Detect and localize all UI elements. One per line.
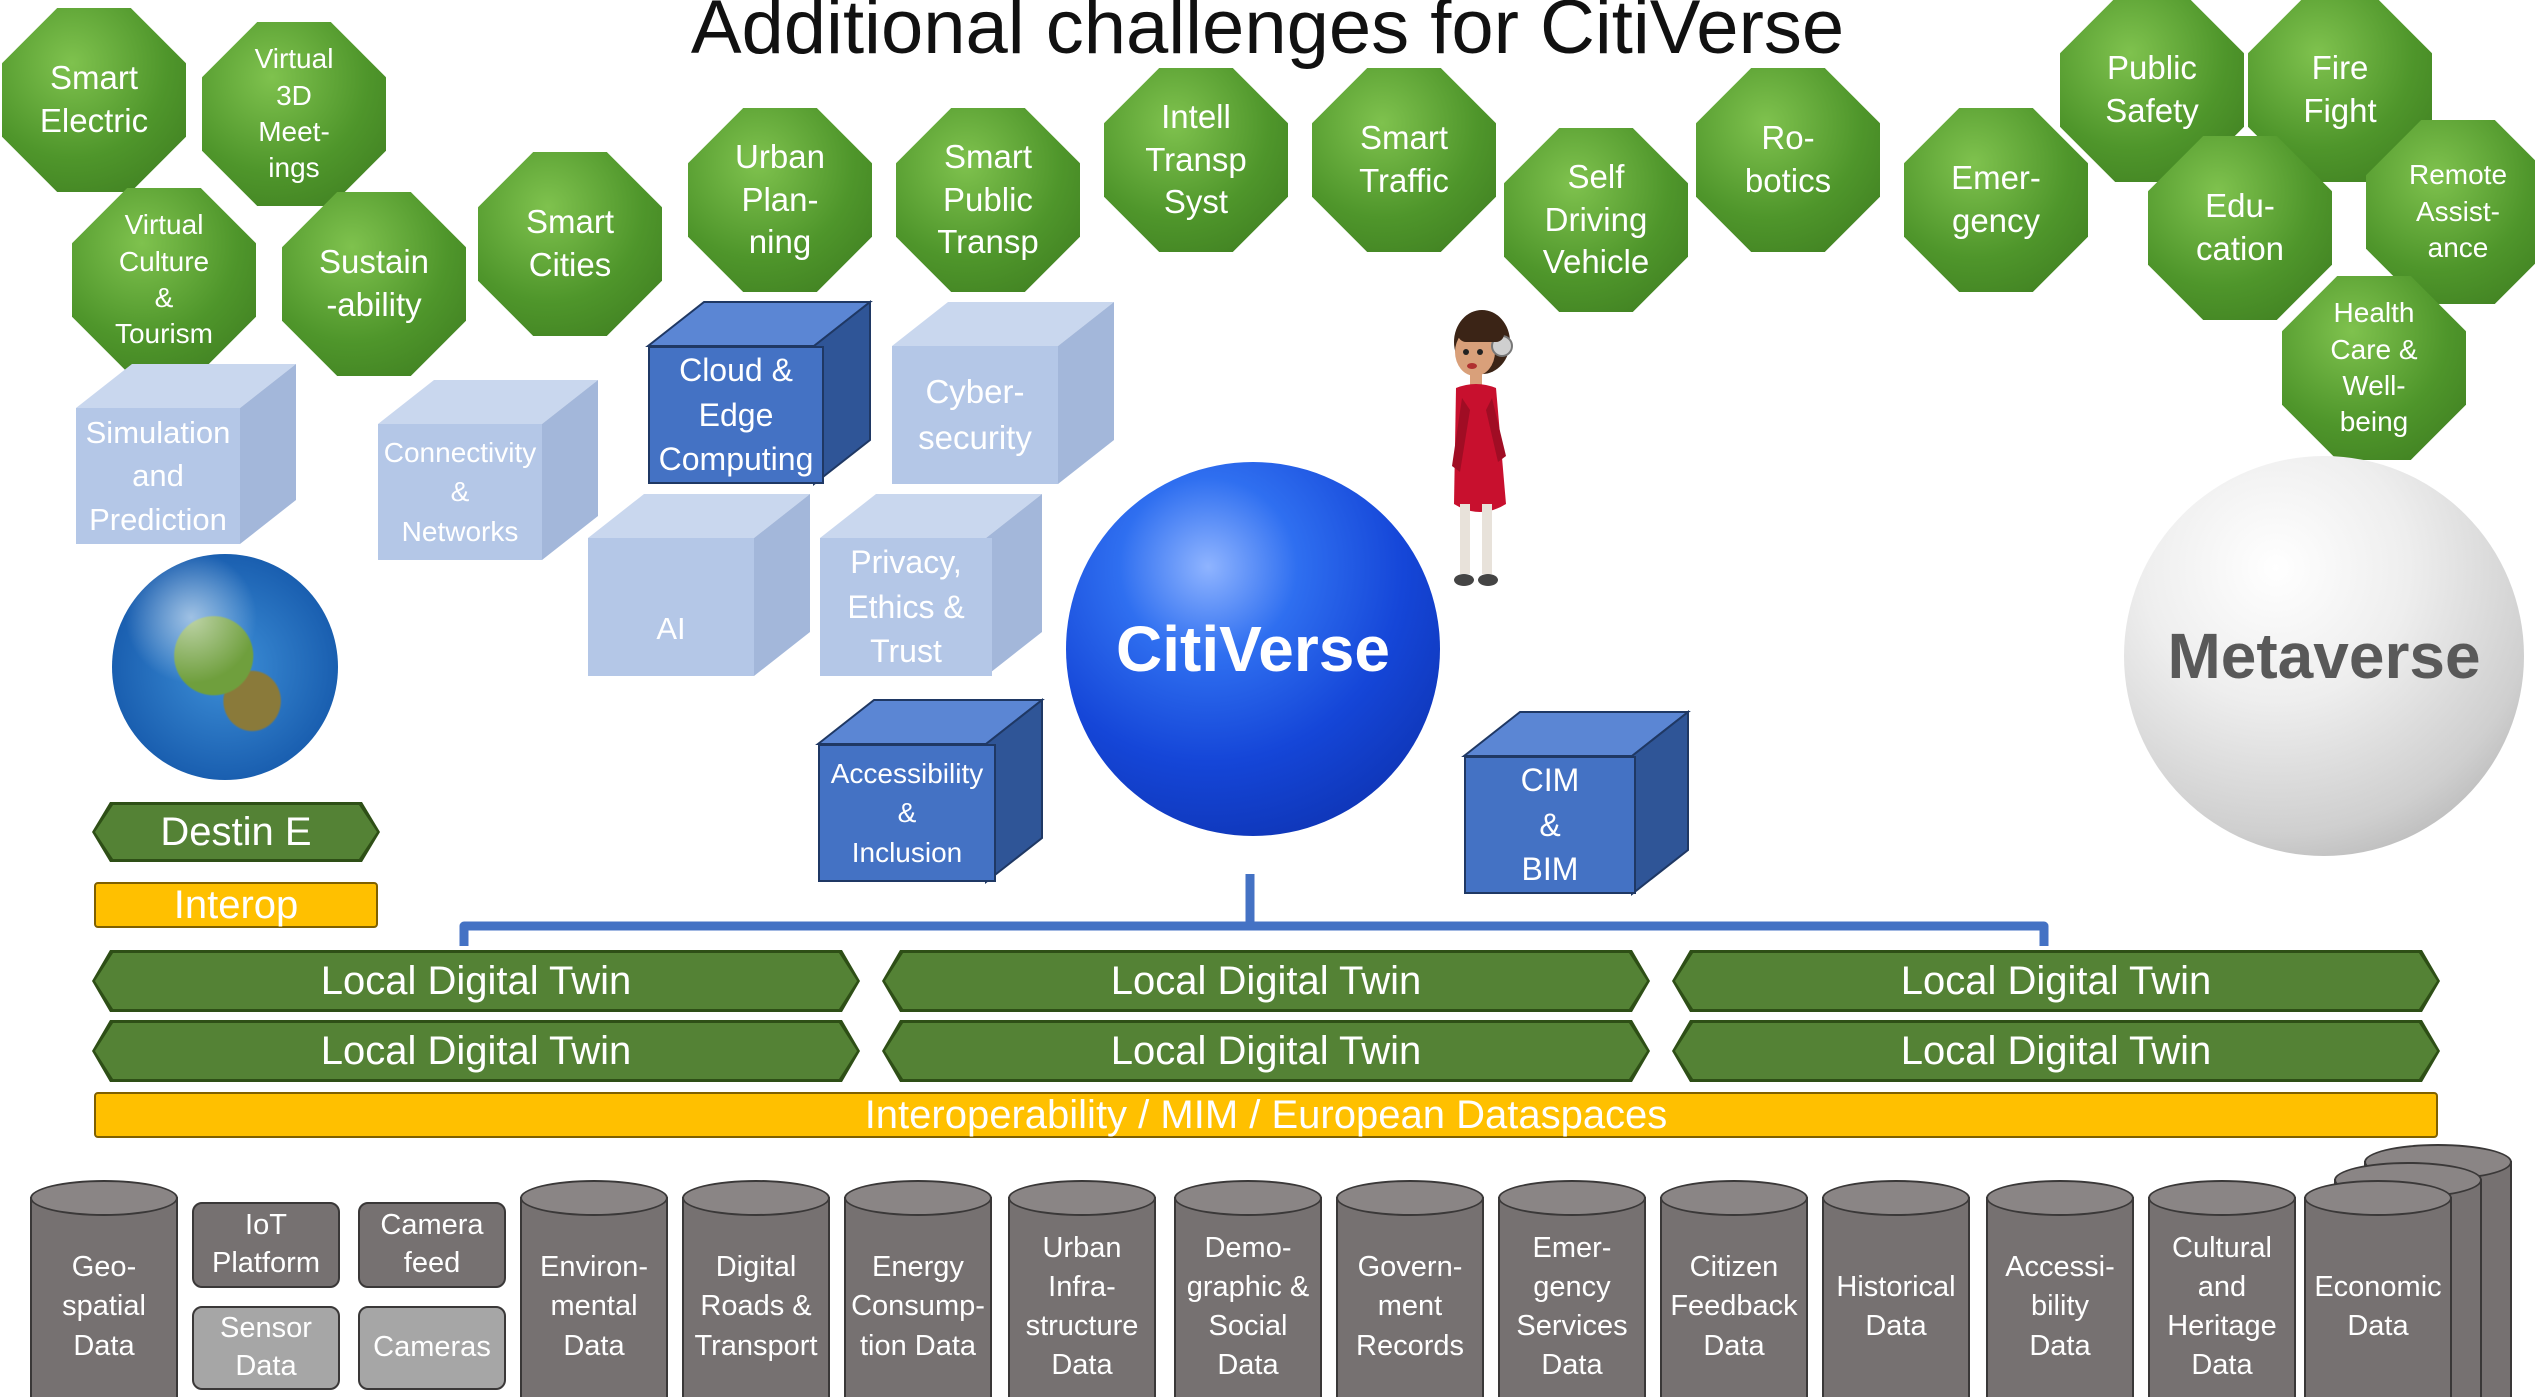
octagon-self-driving-vehicle: Self Driving Vehicle xyxy=(1504,128,1688,312)
octagon-virtual-3d-meetings: Virtual 3D Meet- ings xyxy=(202,22,386,206)
metaverse-sphere: Metaverse xyxy=(2124,456,2524,856)
cultural-heritage-label: Cultural and Heritage Data xyxy=(2148,1197,2296,1397)
local-digital-twin-5: Local Digital Twin xyxy=(885,1023,1647,1079)
geospatial-data-label: Geo- spatial Data xyxy=(30,1197,178,1397)
historical-data-label: Historical Data xyxy=(1822,1197,1970,1397)
octagon-health-care-wellbeing: Health Care & Well- being xyxy=(2282,276,2466,460)
cameras-box: Cameras xyxy=(358,1306,506,1390)
box-ai-label: AI xyxy=(588,538,754,676)
box-cloud-edge-label: Cloud & Edge Computing xyxy=(648,346,824,484)
octagon-sustainability: Sustain -ability xyxy=(282,192,466,376)
octagon-urban-planning: Urban Plan- ning xyxy=(688,108,872,292)
energy-consumption-cylinder: Energy Consump- tion Data xyxy=(844,1180,992,1397)
local-digital-twin-1: Local Digital Twin xyxy=(95,953,857,1009)
octagon-intell-transp-syst: Intell Transp Syst xyxy=(1104,68,1288,252)
iot-platform-box: IoT Platform xyxy=(192,1202,340,1288)
local-digital-twin-6: Local Digital Twin xyxy=(1675,1023,2437,1079)
camera-feed-box: Camera feed xyxy=(358,1202,506,1288)
environmental-data-label: Environ- mental Data xyxy=(520,1197,668,1397)
box-cloud-edge-computing: Cloud & Edge Computing xyxy=(645,299,873,487)
woman-avatar-icon xyxy=(1452,310,1513,586)
government-records-label: Govern- ment Records xyxy=(1336,1197,1484,1397)
geospatial-data-cylinder: Geo- spatial Data xyxy=(30,1180,178,1397)
interop-bar: Interop xyxy=(94,882,378,928)
local-digital-twin-2: Local Digital Twin xyxy=(885,953,1647,1009)
government-records-cylinder: Govern- ment Records xyxy=(1336,1180,1484,1397)
energy-consumption-label: Energy Consump- tion Data xyxy=(844,1197,992,1397)
citizen-feedback-label: Citizen Feedback Data xyxy=(1660,1197,1808,1397)
octagon-smart-public-transp: Smart Public Transp xyxy=(896,108,1080,292)
box-accessibility-label: Accessibility & Inclusion xyxy=(818,744,996,882)
box-simulation-prediction: Simulation and Prediction xyxy=(76,364,296,544)
octagon-smart-cities: Smart Cities xyxy=(478,152,662,336)
box-connectivity-label: Connectivity & Networks xyxy=(378,424,542,560)
box-ai: AI xyxy=(588,494,810,676)
digital-roads-transport-cylinder: Digital Roads & Transport xyxy=(682,1180,830,1397)
octagon-emergency: Emer- gency xyxy=(1904,108,2088,292)
emergency-services-label: Emer- gency Services Data xyxy=(1498,1197,1646,1397)
local-digital-twin-3: Local Digital Twin xyxy=(1675,953,2437,1009)
box-accessibility-inclusion: Accessibility & Inclusion xyxy=(815,697,1045,885)
box-privacy-ethics-trust: Privacy, Ethics & Trust xyxy=(820,494,1042,676)
octagon-education: Edu- cation xyxy=(2148,136,2332,320)
environmental-data-cylinder: Environ- mental Data xyxy=(520,1180,668,1397)
earth-globe-icon xyxy=(112,554,338,780)
box-cim-bim: CIM & BIM xyxy=(1461,709,1691,897)
interoperability-bar: Interoperability / MIM / European Datasp… xyxy=(94,1092,2438,1138)
cultural-heritage-cylinder: Cultural and Heritage Data xyxy=(2148,1180,2296,1397)
historical-data-cylinder: Historical Data xyxy=(1822,1180,1970,1397)
economic-data-label: Economic Data xyxy=(2304,1197,2452,1397)
destin-e-banner: Destin E xyxy=(95,805,377,859)
box-simulation-label: Simulation and Prediction xyxy=(76,408,240,544)
accessibility-data-label: Accessi- bility Data xyxy=(1986,1197,2134,1397)
octagon-smart-electric: Smart Electric xyxy=(2,8,186,192)
economic-data-cylinder: Economic Data xyxy=(2304,1180,2452,1397)
octagon-robotics: Ro- botics xyxy=(1696,68,1880,252)
urban-infrastructure-label: Urban Infra- structure Data xyxy=(1008,1197,1156,1397)
octagon-smart-traffic: Smart Traffic xyxy=(1312,68,1496,252)
demographic-social-label: Demo- graphic & Social Data xyxy=(1174,1197,1322,1397)
box-privacy-label: Privacy, Ethics & Trust xyxy=(820,538,992,676)
sensor-data-box: Sensor Data xyxy=(192,1306,340,1390)
citizen-feedback-cylinder: Citizen Feedback Data xyxy=(1660,1180,1808,1397)
box-cybersecurity: Cyber- security xyxy=(892,302,1114,484)
octagon-remote-assistance: Remote Assist- ance xyxy=(2366,120,2535,304)
emergency-services-cylinder: Emer- gency Services Data xyxy=(1498,1180,1646,1397)
accessibility-data-cylinder: Accessi- bility Data xyxy=(1986,1180,2134,1397)
digital-roads-label: Digital Roads & Transport xyxy=(682,1197,830,1397)
citiverse-sphere: CitiVerse xyxy=(1066,462,1440,836)
box-cim-bim-label: CIM & BIM xyxy=(1464,756,1636,894)
local-digital-twin-4: Local Digital Twin xyxy=(95,1023,857,1079)
page-title: Additional challenges for CitiVerse xyxy=(690,0,1845,70)
box-connectivity-networks: Connectivity & Networks xyxy=(378,380,598,560)
octagon-virtual-culture-tourism: Virtual Culture & Tourism xyxy=(72,188,256,372)
demographic-social-cylinder: Demo- graphic & Social Data xyxy=(1174,1180,1322,1397)
urban-infrastructure-cylinder: Urban Infra- structure Data xyxy=(1008,1180,1156,1397)
box-cybersecurity-label: Cyber- security xyxy=(892,346,1058,484)
